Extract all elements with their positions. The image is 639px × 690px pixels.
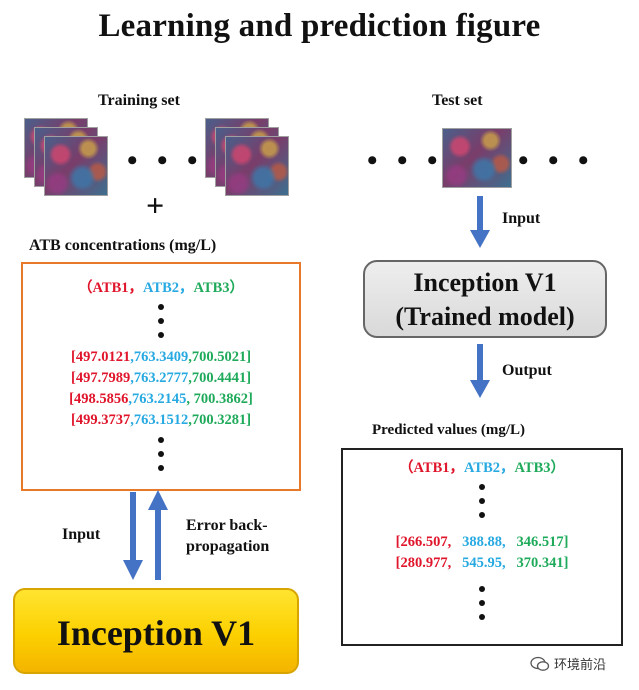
watermark-text: 环境前沿 (554, 658, 607, 673)
bracket: ] (246, 412, 252, 428)
test-input-label: Input (502, 210, 541, 227)
header-atb1: ATB1 (413, 460, 450, 476)
atb2-value: 545.95, (462, 555, 506, 571)
bracket: [ (69, 391, 74, 407)
watermark: 环境前沿 (530, 654, 606, 673)
trained-model-caption: (Trained model) (395, 302, 575, 331)
vertical-dot (158, 332, 164, 338)
predicted-data-row: [266.507, 388.88, 346.517] (343, 534, 621, 551)
header-sep: ， (128, 280, 144, 296)
atb-concentrations-label: ATB concentrations (mg/L) (29, 237, 217, 254)
atb3-value: , 700.3862 (186, 391, 248, 407)
input-arrow-down (123, 492, 143, 580)
trained-model-box: Inception V1 (Trained model) (363, 260, 607, 338)
bracket: ] (246, 349, 252, 365)
atb3-value: ,700.3281 (188, 412, 247, 428)
output-arrow (470, 344, 490, 398)
header-open: （ (399, 460, 414, 476)
training-ellipsis: • • • (127, 144, 204, 177)
atb1-value: 497.7989 (75, 370, 131, 386)
training-data-row: [497.0121,763.3409,700.5021] (23, 349, 299, 366)
bracket: [ (70, 349, 76, 365)
bracket: ] (246, 370, 252, 386)
header-open: （ (78, 280, 93, 296)
header-atb1: ATB1 (92, 280, 129, 296)
header-sep: ， (500, 460, 515, 476)
vertical-dot (158, 437, 164, 443)
figure-title: Learning and prediction figure (98, 8, 541, 44)
training-header-row: （ATB1，ATB2，ATB3） (23, 276, 299, 297)
error-backprop-label-2: propagation (186, 538, 270, 555)
training-data-row: [498.5856,763.2145, 700.3862] (23, 391, 299, 408)
header-atb2: ATB2 (464, 460, 500, 476)
error-backprop-label-1: Error back- (186, 517, 268, 534)
vertical-dot (158, 465, 164, 471)
vertical-dot (158, 451, 164, 457)
vertical-dot (479, 614, 485, 620)
atb2-value: ,763.2777 (130, 370, 189, 386)
atb2-value: ,763.3409 (130, 349, 189, 365)
header-atb3: ATB3 (193, 280, 230, 296)
test-set-label: Test set (432, 92, 483, 109)
atb3-value: 370.341 (516, 555, 564, 571)
bracket: [ (70, 370, 76, 386)
atb2-value: ,763.2145 (128, 391, 187, 407)
test-image (442, 128, 512, 188)
training-input-label: Input (62, 526, 101, 543)
vertical-dot (479, 586, 485, 592)
training-image-stack-left (24, 118, 116, 198)
atb3-value: ,700.5021 (188, 349, 247, 365)
atb1-value: 498.5856 (74, 391, 129, 407)
vertical-dot (158, 304, 164, 310)
header-close: ） (550, 460, 566, 476)
atb2-value: ,763.1512 (130, 412, 189, 428)
atb1-value: 499.3737 (75, 412, 131, 428)
vertical-dot (479, 498, 485, 504)
training-data-box: （ATB1，ATB2，ATB3） [497.0121,763.3409,700.… (21, 262, 301, 491)
predicted-values-box: （ATB1，ATB2，ATB3） [266.507, 388.88, 346.5… (341, 448, 623, 646)
atb1-value: 280.977, (400, 555, 452, 571)
bracket: [ (70, 412, 76, 428)
predicted-data-row: [280.977, 545.95, 370.341] (343, 555, 621, 572)
test-input-arrow (470, 196, 490, 248)
test-ellipsis-left: • • • (367, 144, 444, 177)
vertical-dot (479, 512, 485, 518)
predicted-header-row: （ATB1，ATB2，ATB3） (343, 456, 621, 477)
training-data-row: [497.7989,763.2777,700.4441] (23, 370, 299, 387)
training-set-label: Training set (98, 92, 180, 109)
bracket: [ (395, 534, 401, 550)
bracket: ] (563, 555, 569, 571)
header-close: ） (229, 280, 245, 296)
header-atb2: ATB2 (143, 280, 179, 296)
header-sep: ， (449, 460, 465, 476)
test-ellipsis-right: • • • (518, 144, 595, 177)
atb1-value: 266.507, (400, 534, 452, 550)
plus-sign: + (146, 187, 165, 223)
training-image (44, 136, 108, 196)
header-sep: ， (179, 280, 194, 296)
bracket: ] (248, 391, 253, 407)
training-data-row: [499.3737,763.1512,700.3281] (23, 412, 299, 429)
header-atb3: ATB3 (514, 460, 551, 476)
error-backprop-arrow-up (148, 490, 168, 580)
vertical-dot (479, 600, 485, 606)
output-label: Output (502, 362, 552, 379)
training-image (225, 136, 289, 196)
training-arrows (123, 490, 168, 580)
atb3-value: ,700.4441 (188, 370, 247, 386)
training-image-stack-right (205, 118, 297, 198)
bracket: ] (563, 534, 569, 550)
atb2-value: 388.88, (462, 534, 506, 550)
vertical-dot (479, 484, 485, 490)
bracket: [ (395, 555, 401, 571)
trained-model-name: Inception V1 (413, 268, 557, 297)
wechat-icon (530, 656, 550, 671)
vertical-dot (158, 318, 164, 324)
atb1-value: 497.0121 (75, 349, 131, 365)
predicted-values-label: Predicted values (mg/L) (372, 422, 526, 438)
atb3-value: 346.517 (516, 534, 564, 550)
inception-v1-model: Inception V1 (13, 588, 299, 674)
